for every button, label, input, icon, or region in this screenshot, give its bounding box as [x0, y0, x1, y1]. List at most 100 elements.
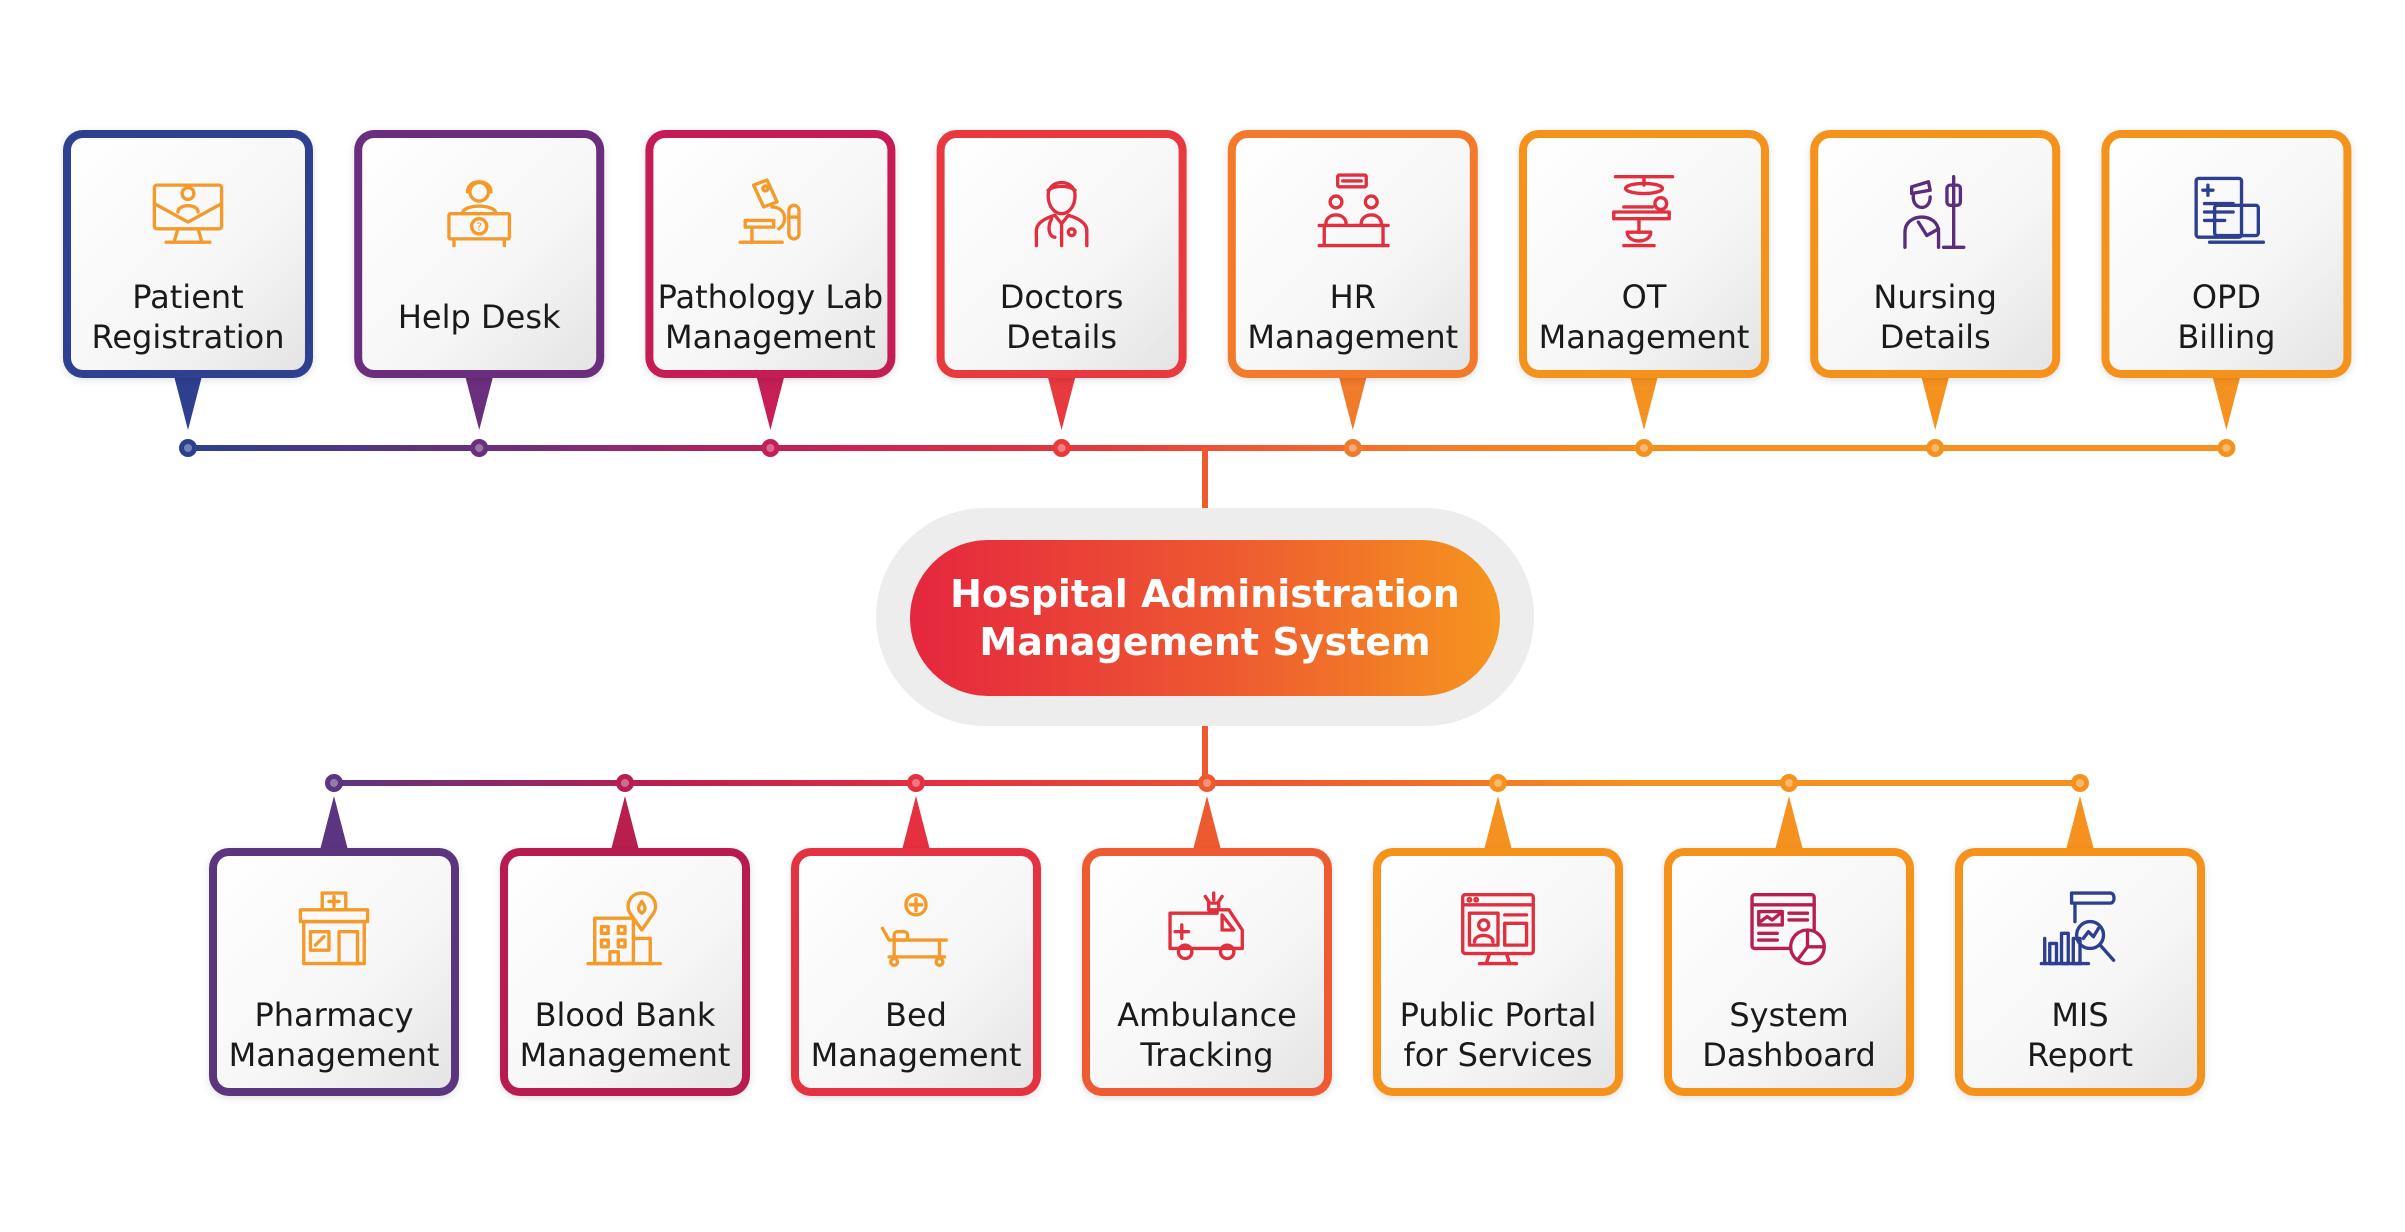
card-pointer [174, 376, 202, 430]
card-pointer [320, 796, 348, 850]
connector-node [1489, 774, 1507, 792]
module-title-line1: HR [1330, 278, 1376, 316]
connector-node-highlight [475, 444, 484, 452]
connector-node [179, 439, 197, 457]
card-body [944, 138, 1179, 370]
card-body [653, 138, 888, 370]
card-body [217, 856, 451, 1088]
module-title-line2: Dashboard [1702, 1036, 1876, 1074]
module-title-line1: Help Desk [398, 298, 561, 336]
module-title-line2: Billing [2177, 318, 2275, 356]
module-title-line2: Management [811, 1036, 1022, 1074]
card-pointer [465, 376, 494, 430]
connector-node-highlight [766, 444, 775, 452]
module-title-line2: Report [2027, 1036, 2133, 1074]
card-body [1381, 856, 1615, 1088]
connector-node [2217, 439, 2236, 457]
connector-node-highlight [1203, 779, 1211, 787]
module-title-line1: Patient [132, 278, 243, 316]
module-title-line1: OT [1622, 278, 1667, 316]
connector-node [1926, 439, 1945, 457]
module-title-line1: Doctors [1000, 278, 1124, 316]
card-pointer [1630, 376, 1658, 430]
card-pointer [756, 376, 785, 430]
module-title-line2: Management [1247, 318, 1458, 356]
module-title-line2: Management [1539, 318, 1750, 356]
connector-node [1635, 439, 1653, 457]
card-pointer [2066, 796, 2094, 850]
connector-node [616, 774, 634, 792]
card-pointer [2212, 376, 2241, 430]
center-title-line1: Hospital Administration [950, 572, 1460, 616]
connector-node [470, 439, 489, 457]
card-body [1818, 138, 2053, 370]
connector-node [325, 774, 343, 792]
card-pointer [1047, 376, 1076, 430]
pill-body [910, 540, 1500, 696]
module-title-line1: Pathology Lab [658, 278, 884, 316]
card-body [1235, 138, 1470, 370]
connector-node [2071, 774, 2089, 792]
card-pointer [1921, 376, 1950, 430]
module-title-line2: Details [1006, 318, 1117, 356]
connector-node [1343, 439, 1362, 457]
connector-node-highlight [1931, 444, 1940, 452]
card-body [362, 138, 597, 370]
card-body [71, 138, 305, 370]
module-title-line1: MIS [2051, 996, 2108, 1034]
card-body [2109, 138, 2344, 370]
connector-node-highlight [1640, 444, 1648, 452]
center-title-line2: Management System [979, 620, 1430, 664]
module-title-line1: Public Portal [1400, 996, 1597, 1034]
connector-node [1198, 774, 1216, 792]
module-title-line1: Pharmacy [254, 996, 413, 1034]
connector-node-highlight [1785, 779, 1793, 787]
connector-node-highlight [2076, 779, 2084, 787]
card-body [1963, 856, 2197, 1088]
connector-node-highlight [1494, 779, 1502, 787]
module-title-line1: Blood Bank [535, 996, 716, 1034]
card-body [508, 856, 742, 1088]
connector-node [1052, 439, 1071, 457]
module-title-line2: Registration [92, 318, 285, 356]
module-title-line1: Nursing [1873, 278, 1997, 316]
connector-node-highlight [912, 779, 920, 787]
connector-node-highlight [621, 779, 629, 787]
connector-node [761, 439, 780, 457]
module-title-line1: Bed [885, 996, 947, 1034]
module-card-top-1[interactable]: Help Desk [354, 130, 605, 457]
connector-node-highlight [184, 444, 192, 452]
module-title-line2: Details [1880, 318, 1991, 356]
connector-node-highlight [1348, 444, 1357, 452]
module-title-line2: Tracking [1139, 1036, 1273, 1074]
card-pointer [611, 796, 639, 850]
module-title-line1: System [1729, 996, 1848, 1034]
module-title-line2: for Services [1403, 1036, 1592, 1074]
module-title-line2: Management [520, 1036, 731, 1074]
module-title-line2: Management [229, 1036, 440, 1074]
card-body [1090, 856, 1324, 1088]
connector-node-highlight [1057, 444, 1066, 452]
card-pointer [1775, 796, 1803, 850]
connector-node-highlight [330, 779, 338, 787]
card-pointer [1193, 796, 1221, 850]
card-body [1672, 856, 1906, 1088]
card-pointer [1338, 376, 1367, 430]
connector-node [907, 774, 925, 792]
connector-node [1780, 774, 1798, 792]
card-body [799, 856, 1033, 1088]
